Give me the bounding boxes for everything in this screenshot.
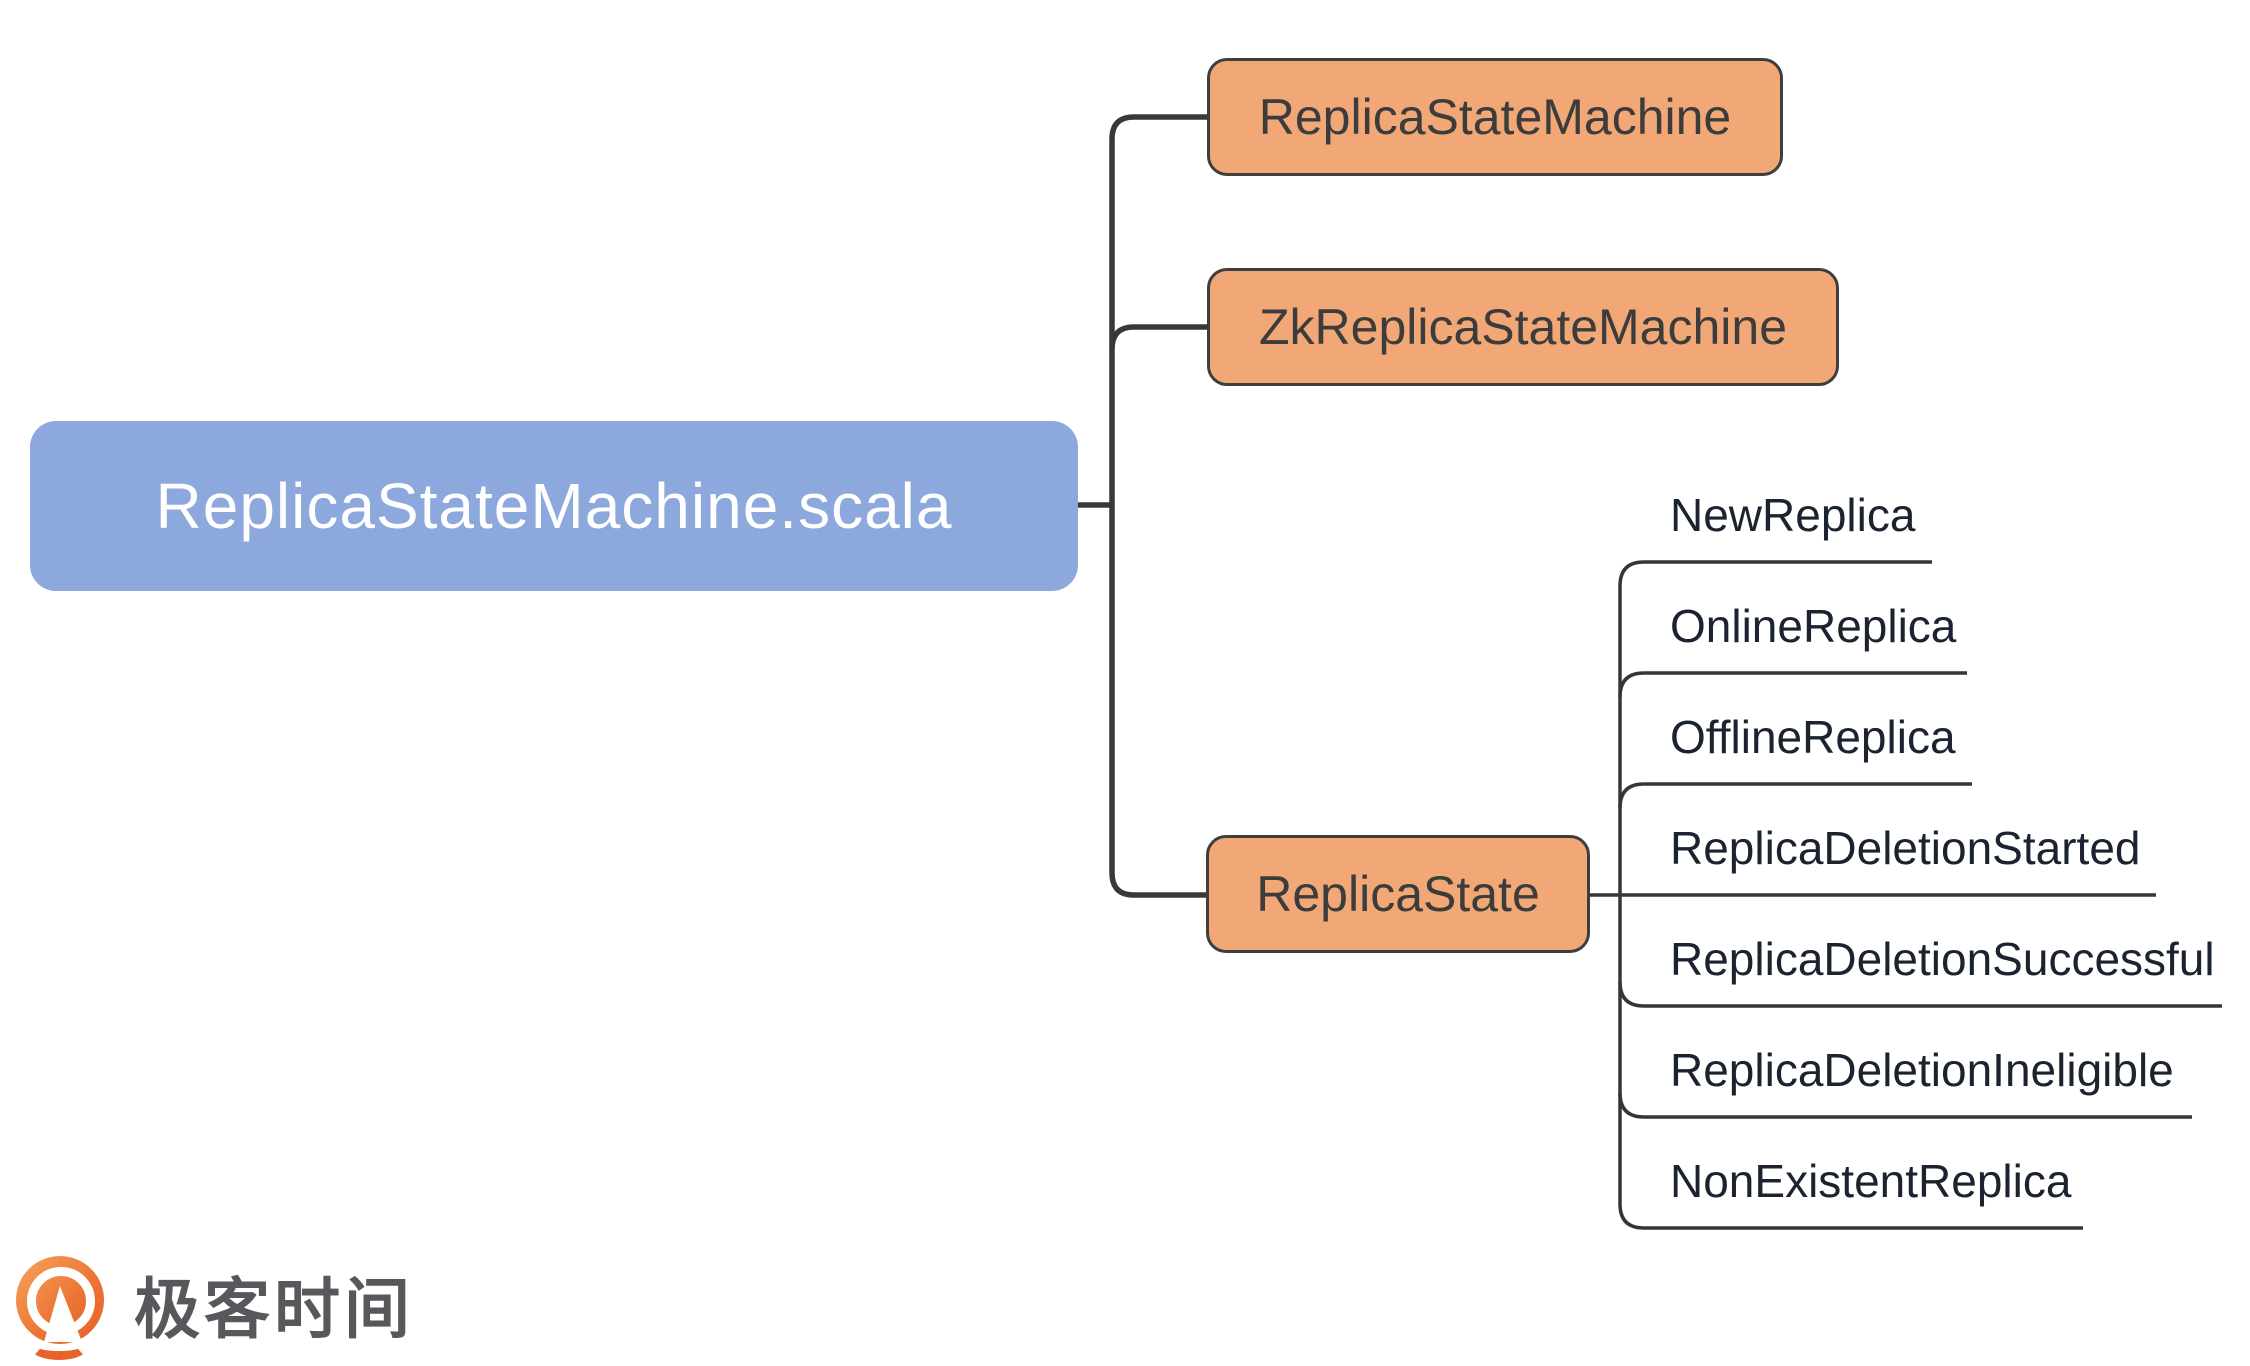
connector-leaf-onlinereplica	[1618, 671, 1967, 698]
connector-leaf-nonexistentreplica	[1618, 895, 2083, 1230]
connector-leaf-newreplica	[1618, 560, 1932, 895]
leaf-node-onlinereplica[interactable]: OnlineReplica	[1670, 600, 1957, 652]
branch-node-replicastate[interactable]: ReplicaState	[1206, 835, 1590, 953]
leaf-node-replicadeletionstarted[interactable]: ReplicaDeletionStarted	[1670, 822, 2141, 874]
branch-node-zkreplicastatemachine[interactable]: ZkReplicaStateMachine	[1207, 268, 1839, 386]
connector-leaf-offlinereplica	[1618, 782, 1972, 809]
connector-branch-replicastatemachine	[1109, 114, 1207, 505]
branch-node-label: ReplicaState	[1256, 866, 1540, 922]
branch-node-label: ReplicaStateMachine	[1258, 89, 1732, 145]
connector-leaf-replicadeletionsuccessful	[1618, 981, 2222, 1008]
connector-leaf-replicadeletionineligible	[1618, 1092, 2192, 1119]
leaf-node-offlinereplica[interactable]: OfflineReplica	[1670, 711, 1956, 763]
geektime-logo-text: 极客时间	[134, 1272, 414, 1346]
connector-branch-zkreplicastatemachine	[1109, 324, 1207, 350]
geektime-pin-icon	[14, 1256, 108, 1362]
branch-node-replicastatemachine[interactable]: ReplicaStateMachine	[1207, 58, 1783, 176]
leaf-node-newreplica[interactable]: NewReplica	[1670, 489, 1916, 541]
leaf-node-nonexistentreplica[interactable]: NonExistentReplica	[1670, 1155, 2072, 1207]
geektime-logo: 极客时间	[14, 1256, 414, 1362]
leaf-node-replicadeletionsuccessful[interactable]: ReplicaDeletionSuccessful	[1670, 933, 2215, 985]
leaf-node-replicadeletionineligible[interactable]: ReplicaDeletionIneligible	[1670, 1044, 2174, 1096]
root-node-replicastatemachine-scala[interactable]: ReplicaStateMachine.scala	[30, 421, 1078, 591]
branch-node-label: ZkReplicaStateMachine	[1258, 299, 1788, 355]
root-node-label: ReplicaStateMachine.scala	[155, 470, 953, 542]
connector-branch-replicastate	[1109, 505, 1206, 898]
